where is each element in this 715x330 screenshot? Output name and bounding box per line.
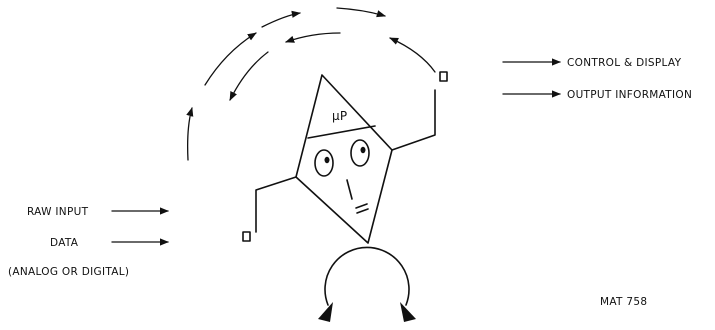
right-hand — [440, 72, 447, 81]
analog-or-digital-label: (ANALOG OR DIGITAL) — [8, 266, 129, 278]
arc-arrow — [230, 52, 268, 100]
hat-label: μP — [332, 109, 347, 123]
left-arm — [256, 177, 296, 232]
right-pupil — [361, 147, 366, 153]
arc-arrow — [262, 13, 300, 27]
data-label: DATA — [50, 237, 79, 249]
arc-arrow — [205, 33, 256, 85]
left-pupil — [325, 157, 330, 163]
mouth-line — [357, 209, 368, 213]
left-eye — [315, 150, 333, 176]
arc-arrow — [337, 8, 385, 16]
nose — [347, 180, 352, 199]
kite-head — [296, 75, 392, 243]
arc-arrow — [390, 38, 435, 72]
figure-id: MAT 758 — [600, 296, 647, 308]
left-hand — [243, 232, 250, 241]
right-arm — [392, 90, 435, 150]
right-eye — [351, 140, 369, 166]
input-labels: RAW INPUT DATA (ANALOG OR DIGITAL) — [8, 206, 168, 278]
raw-input-label: RAW INPUT — [27, 206, 89, 218]
arc-arrow — [188, 108, 192, 160]
body-arc — [325, 247, 409, 305]
left-foot — [318, 302, 333, 322]
control-display-label: CONTROL & DISPLAY — [567, 57, 682, 69]
arc-arrow — [286, 33, 340, 42]
mouth-line — [356, 204, 367, 208]
output-labels: CONTROL & DISPLAY OUTPUT INFORMATION — [503, 57, 692, 101]
right-foot — [400, 302, 416, 322]
hat-brim — [308, 126, 375, 138]
output-information-label: OUTPUT INFORMATION — [567, 89, 692, 101]
